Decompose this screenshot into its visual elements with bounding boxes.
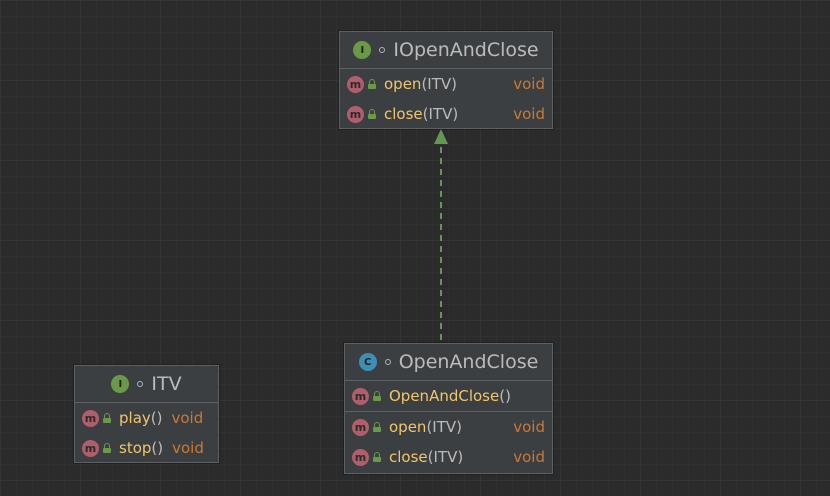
- method-return-type: void: [513, 105, 545, 123]
- method-row[interactable]: m close(ITV) void: [340, 99, 552, 129]
- method-name: close: [384, 105, 423, 123]
- constructor-name: OpenAndClose: [389, 387, 500, 405]
- method-params: (ITV): [426, 418, 462, 436]
- method-name: play: [119, 409, 151, 427]
- method-row[interactable]: m open(ITV) void: [345, 412, 552, 442]
- method-params: (ITV): [427, 448, 464, 466]
- visibility-dot-icon: [137, 381, 144, 387]
- methods-section: m open(ITV) void m close(ITV) void: [345, 412, 552, 472]
- method-params: (): [151, 439, 164, 457]
- node-header: I IOpenAndClose: [340, 32, 552, 69]
- method-name: stop: [119, 439, 152, 457]
- constructor-row[interactable]: m OpenAndClose(): [345, 381, 552, 411]
- method-icon: m: [82, 409, 99, 427]
- node-itv[interactable]: I ITV m play() void m stop() void: [74, 365, 219, 463]
- node-title: IOpenAndClose: [393, 39, 539, 61]
- method-return-type: void: [513, 448, 545, 466]
- method-icon: m: [352, 387, 369, 405]
- method-name: close: [389, 448, 428, 466]
- visibility-dot-icon: [379, 47, 386, 53]
- method-icon: m: [347, 105, 364, 123]
- constructor-params: (): [499, 387, 511, 405]
- method-return-type: void: [171, 409, 204, 427]
- method-icon: m: [347, 75, 364, 93]
- method-params: (ITV): [422, 105, 459, 123]
- node-header: C OpenAndClose: [345, 344, 552, 381]
- interface-icon: I: [353, 41, 372, 59]
- node-title: ITV: [151, 373, 182, 395]
- public-lock-icon: [373, 422, 381, 432]
- methods-section: m open(ITV) void m close(ITV) void: [340, 69, 552, 129]
- method-row[interactable]: m play() void: [75, 403, 218, 433]
- node-iopenandclose[interactable]: I IOpenAndClose m open(ITV) void m close…: [339, 31, 553, 129]
- method-row[interactable]: m stop() void: [75, 433, 218, 463]
- method-name: open: [389, 418, 427, 436]
- public-lock-icon: [103, 413, 111, 423]
- public-lock-icon: [373, 391, 381, 401]
- method-row[interactable]: m close(ITV) void: [345, 442, 552, 472]
- public-lock-icon: [103, 443, 111, 453]
- method-icon: m: [352, 448, 369, 466]
- constructors-section: m OpenAndClose(): [345, 381, 552, 412]
- methods-section: m play() void m stop() void: [75, 403, 218, 463]
- realization-arrowhead: [434, 129, 448, 144]
- node-title: OpenAndClose: [398, 351, 539, 373]
- public-lock-icon: [373, 452, 381, 462]
- method-icon: m: [82, 439, 99, 457]
- class-icon: C: [358, 353, 377, 371]
- interface-icon: I: [111, 375, 130, 393]
- method-params: (ITV): [421, 75, 457, 93]
- node-openandclose[interactable]: C OpenAndClose m OpenAndClose() m open(I…: [344, 343, 553, 474]
- method-icon: m: [352, 418, 369, 436]
- method-row[interactable]: m open(ITV) void: [340, 69, 552, 99]
- method-params: (): [150, 409, 163, 427]
- visibility-dot-icon: [384, 359, 391, 365]
- public-lock-icon: [368, 109, 376, 119]
- method-return-type: void: [513, 418, 545, 436]
- method-return-type: void: [513, 75, 545, 93]
- method-return-type: void: [172, 439, 204, 457]
- method-name: open: [384, 75, 422, 93]
- public-lock-icon: [368, 79, 376, 89]
- node-header: I ITV: [75, 366, 218, 403]
